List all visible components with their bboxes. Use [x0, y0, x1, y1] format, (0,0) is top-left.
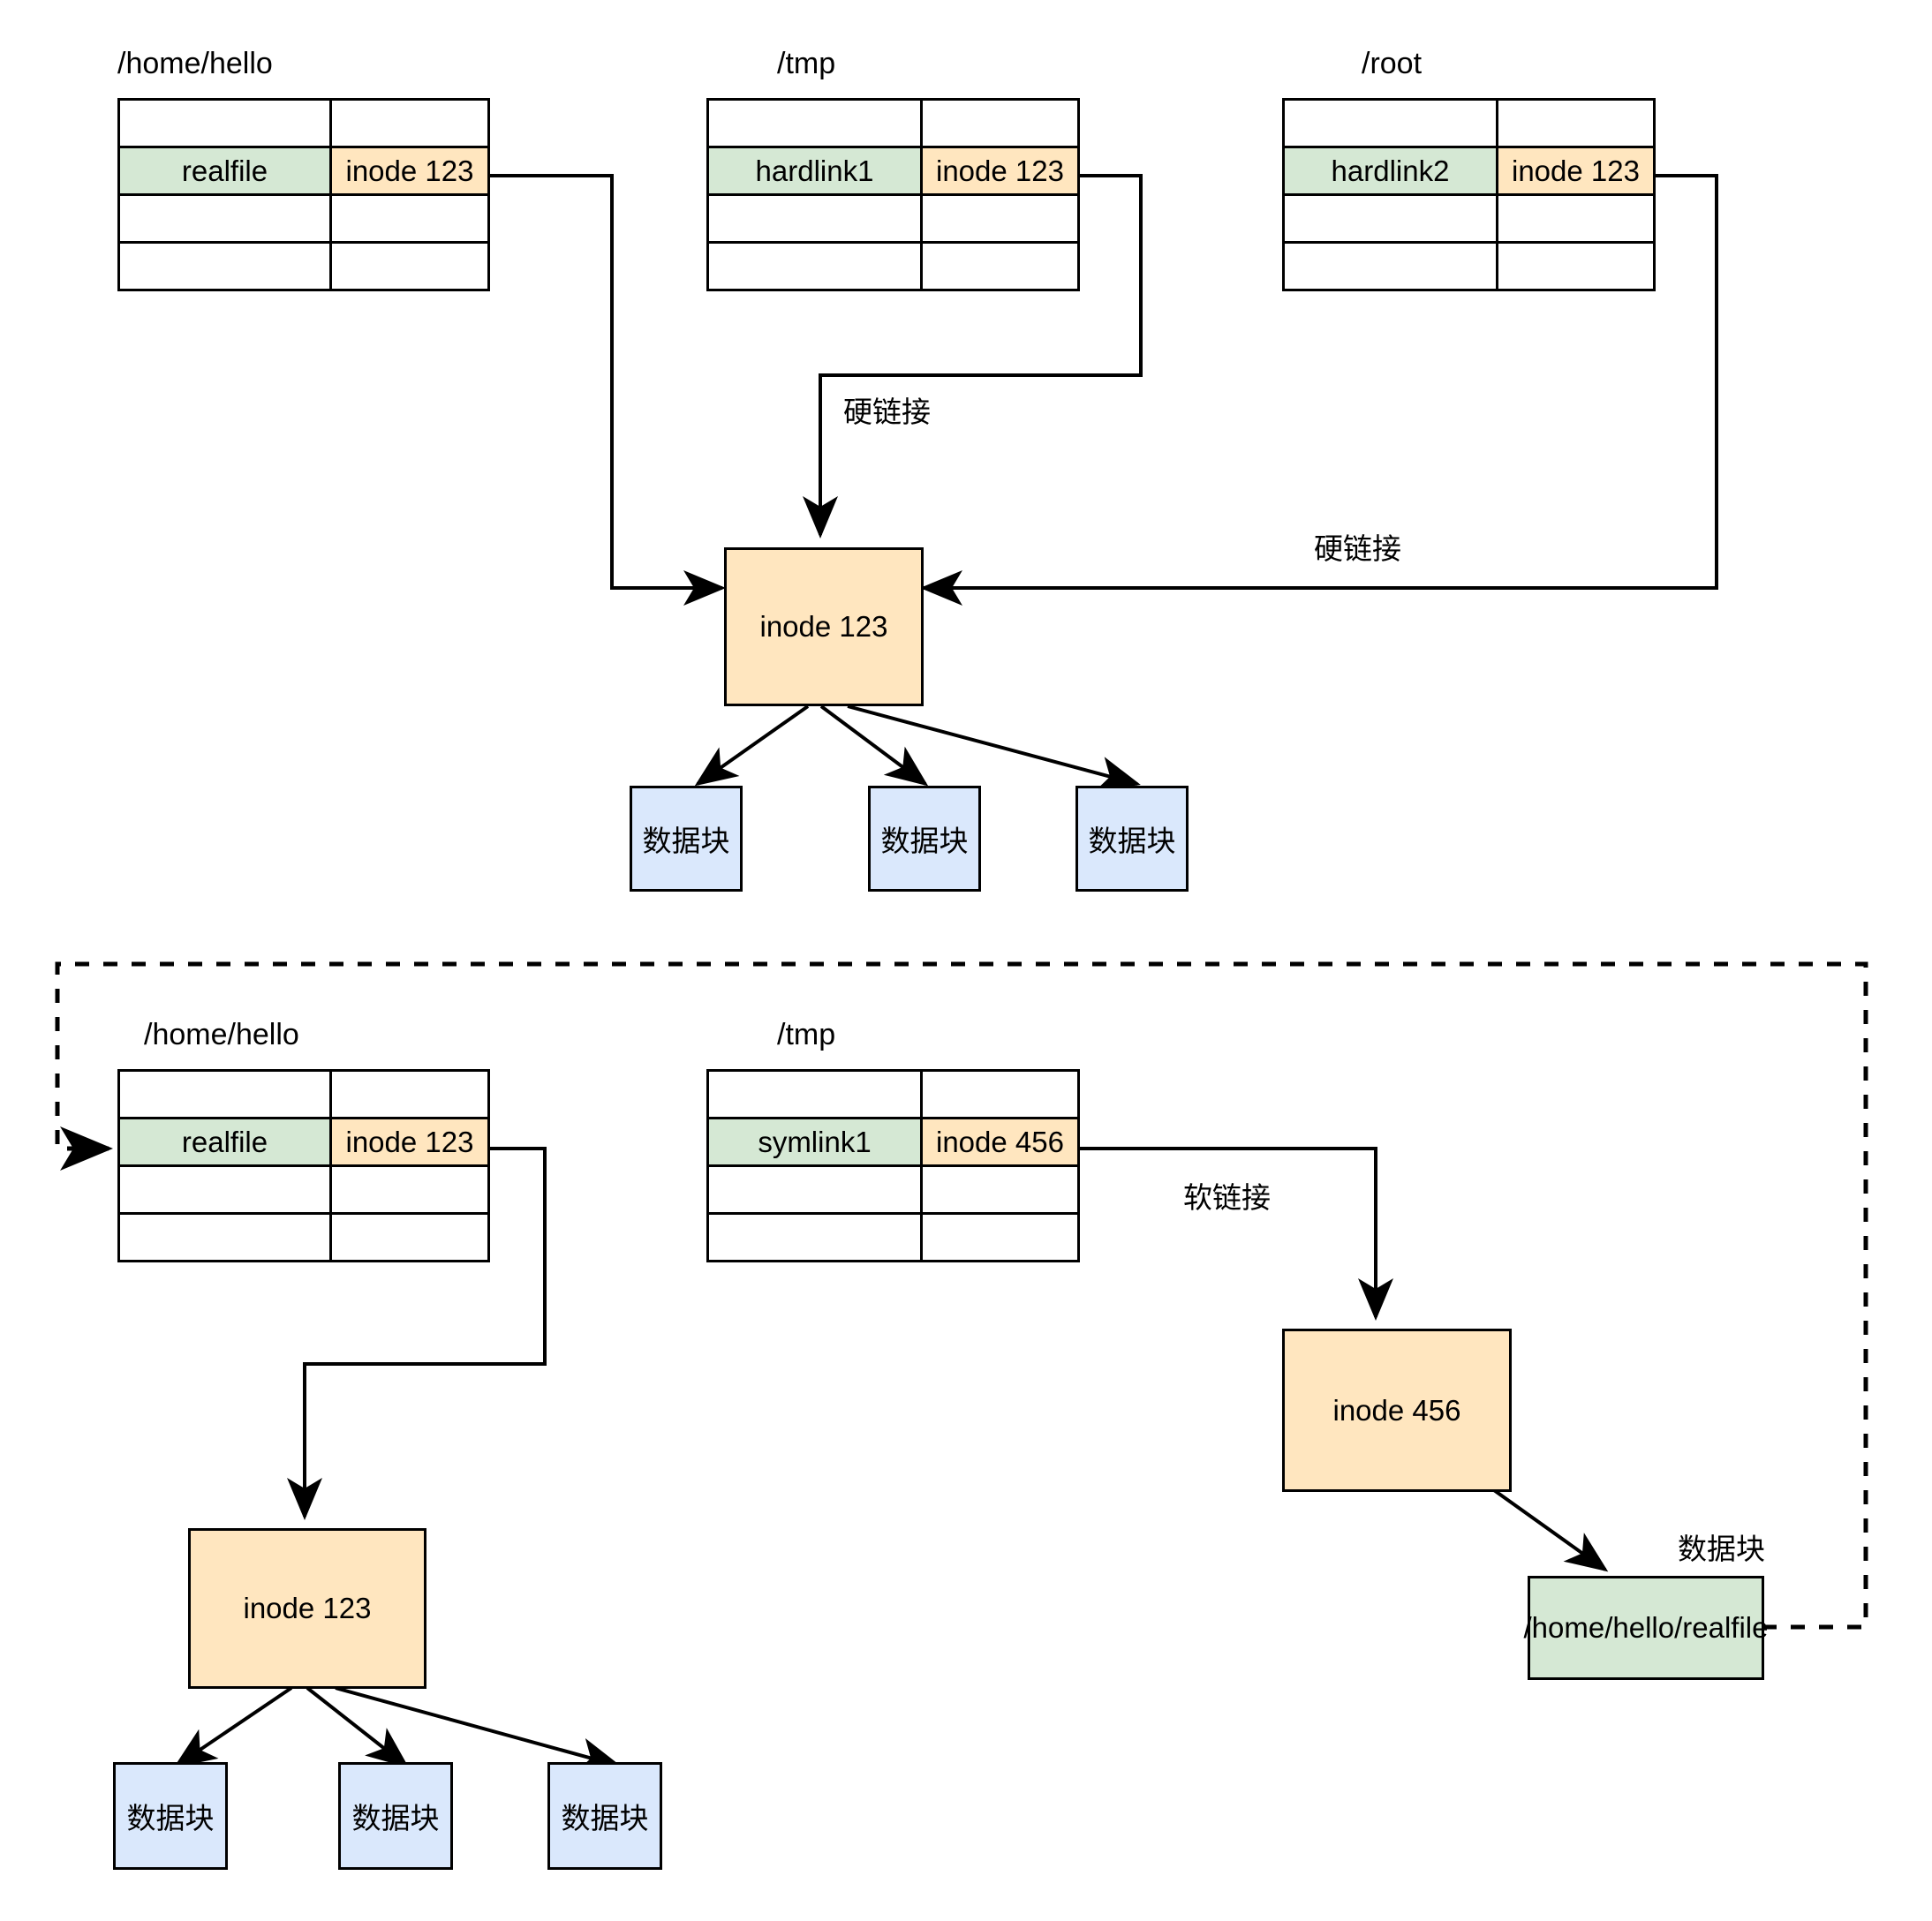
dir-entry-name — [1282, 241, 1498, 291]
dir-entry-inode — [920, 1069, 1080, 1119]
edge-label-data-block: 数据块 — [1678, 1533, 1765, 1565]
dir-entry-name: realfile — [117, 146, 332, 196]
dir-entry-name — [117, 98, 332, 148]
inode-box-label: inode 456 — [1332, 1393, 1461, 1427]
dir-entry-name — [706, 1069, 923, 1119]
table-row — [706, 98, 1080, 148]
dir-entry-inode: inode 123 — [1496, 146, 1656, 196]
dir-label-home-hello-bottom: /home/hello — [144, 1018, 299, 1051]
dir-entry-inode: inode 456 — [920, 1117, 1080, 1167]
dir-label-root-top: /root — [1362, 47, 1423, 80]
data-block-label: 数据块 — [561, 1802, 649, 1834]
data-block: 数据块 — [338, 1762, 453, 1870]
dir-label-tmp-bottom: /tmp — [777, 1018, 836, 1051]
table-row — [1282, 98, 1656, 148]
dir-entry-name — [1282, 98, 1498, 148]
table-row — [117, 1069, 490, 1119]
data-block-label: 数据块 — [642, 825, 730, 857]
dir-label-tmp-top: /tmp — [777, 47, 836, 80]
edge-inode123-to-datablocks-bottom — [173, 1686, 622, 1773]
symlink-target-path-box: /home/hello/realfile — [1524, 1576, 1769, 1680]
data-block: 数据块 — [547, 1762, 662, 1870]
dir-label-home-hello-top: /home/hello — [117, 47, 273, 80]
dir-entry-name — [117, 1164, 332, 1215]
dir-entry-inode: inode 123 — [329, 1117, 490, 1167]
data-block-label: 数据块 — [351, 1802, 440, 1834]
dir-table-home-hello-top: realfile inode 123 — [117, 98, 490, 291]
dir-entry-name — [706, 98, 923, 148]
dir-entry-inode: inode 123 — [920, 146, 1080, 196]
table-row — [117, 1164, 490, 1215]
dir-entry-name: hardlink1 — [706, 146, 923, 196]
table-row: hardlink2 inode 123 — [1282, 146, 1656, 196]
symlink-target-path-label: /home/hello/realfile — [1523, 1611, 1769, 1644]
dir-table-tmp-bottom: symlink1 inode 456 — [706, 1069, 1080, 1262]
inode-box-label: inode 123 — [759, 610, 888, 643]
dir-entry-name — [1282, 193, 1498, 244]
edge-inode123-to-datablocks-top — [694, 704, 1141, 791]
data-block: 数据块 — [868, 786, 981, 892]
table-row — [706, 1069, 1080, 1119]
edge-label-symlink: 软链接 — [1183, 1181, 1271, 1214]
dir-entry-name — [706, 1164, 923, 1215]
table-row — [117, 1212, 490, 1262]
dir-entry-inode — [920, 1212, 1080, 1262]
edge-symlink1-to-inode456 — [1077, 1147, 1393, 1321]
dir-entry-inode — [920, 241, 1080, 291]
edge-inode456-to-pathblock — [1492, 1488, 1609, 1572]
dir-entry-inode — [329, 1164, 490, 1215]
data-block-label: 数据块 — [1088, 825, 1176, 857]
edge-realfile-to-inode123-top — [487, 174, 726, 606]
inode-box-123-top: inode 123 — [724, 547, 924, 706]
table-row — [1282, 193, 1656, 244]
dir-entry-inode — [1496, 241, 1656, 291]
dir-entry-name — [117, 1069, 332, 1119]
dir-entry-name — [117, 1212, 332, 1262]
data-block: 数据块 — [113, 1762, 228, 1870]
table-row — [1282, 241, 1656, 291]
dir-entry-name: hardlink2 — [1282, 146, 1498, 196]
dir-entry-name — [706, 241, 923, 291]
dir-entry-inode — [920, 98, 1080, 148]
dir-table-home-hello-bottom: realfile inode 123 — [117, 1069, 490, 1262]
table-row: realfile inode 123 — [117, 146, 490, 196]
dir-entry-inode — [329, 1212, 490, 1262]
dir-entry-name — [117, 193, 332, 244]
dir-entry-inode: inode 123 — [329, 146, 490, 196]
dir-entry-name — [117, 241, 332, 291]
inode-box-123-bottom: inode 123 — [188, 1528, 426, 1689]
dir-entry-inode — [920, 1164, 1080, 1215]
dir-table-tmp-top: hardlink1 inode 123 — [706, 98, 1080, 291]
dir-entry-name: symlink1 — [706, 1117, 923, 1167]
dir-entry-inode — [920, 193, 1080, 244]
inode-box-label: inode 123 — [243, 1592, 372, 1624]
dir-entry-inode — [329, 193, 490, 244]
table-row — [706, 193, 1080, 244]
data-block-label: 数据块 — [880, 825, 969, 857]
edge-label-hardlink-right: 硬链接 — [1314, 532, 1401, 565]
table-row — [117, 98, 490, 148]
dir-entry-inode — [329, 1069, 490, 1119]
table-row: symlink1 inode 456 — [706, 1117, 1080, 1167]
table-row — [706, 241, 1080, 291]
table-row: hardlink1 inode 123 — [706, 146, 1080, 196]
data-block: 数据块 — [1075, 786, 1189, 892]
table-row — [706, 1212, 1080, 1262]
edge-label-hardlink-center: 硬链接 — [843, 396, 931, 428]
data-block-label: 数据块 — [126, 1802, 215, 1834]
table-row — [706, 1164, 1080, 1215]
table-row — [117, 241, 490, 291]
dir-entry-name — [706, 193, 923, 244]
dir-entry-inode — [329, 98, 490, 148]
table-row — [117, 193, 490, 244]
dir-entry-name — [706, 1212, 923, 1262]
dir-entry-inode — [329, 241, 490, 291]
data-block: 数据块 — [630, 786, 743, 892]
dir-entry-inode — [1496, 98, 1656, 148]
dir-entry-name: realfile — [117, 1117, 332, 1167]
table-row: realfile inode 123 — [117, 1117, 490, 1167]
dir-entry-inode — [1496, 193, 1656, 244]
dir-table-root-top: hardlink2 inode 123 — [1282, 98, 1656, 291]
inode-box-456: inode 456 — [1282, 1329, 1512, 1492]
